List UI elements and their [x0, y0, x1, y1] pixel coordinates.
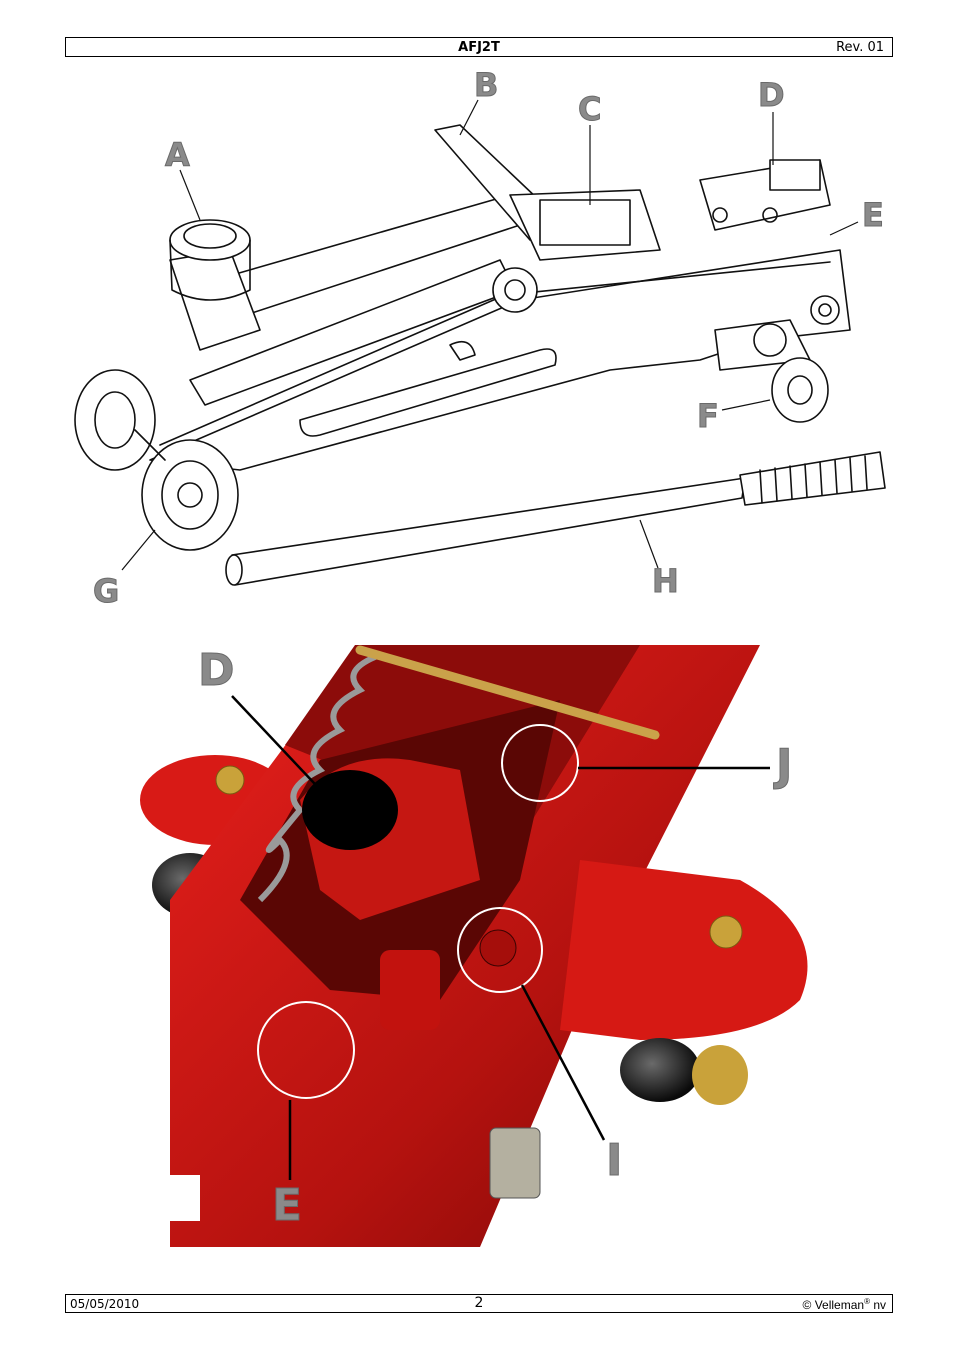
footer-date: 05/05/2010	[70, 1297, 140, 1311]
registered-mark: ®	[864, 1297, 870, 1306]
label-f: F	[697, 397, 720, 436]
copyright-text: © Velleman	[802, 1298, 865, 1312]
page-number: 2	[474, 1295, 484, 1311]
photo-label-d: D	[198, 645, 236, 697]
revision: Rev. 01	[836, 40, 884, 55]
footer-copyright: © Velleman® nv	[803, 1297, 886, 1312]
copyright-suffix: nv	[869, 1298, 886, 1312]
model-number: AFJ2T	[458, 40, 500, 55]
photo-label-j: J	[775, 740, 793, 792]
label-g: G	[92, 572, 120, 611]
label-e: E	[862, 196, 885, 235]
jack-line-drawing	[74, 99, 886, 586]
label-c: C	[577, 90, 602, 129]
jack-photo	[114, 645, 842, 1247]
label-d: D	[758, 76, 786, 115]
label-a: A	[165, 136, 191, 175]
label-h: H	[652, 562, 680, 601]
page-header: AFJ2T Rev. 01	[65, 37, 893, 57]
label-b: B	[473, 66, 499, 105]
page-footer: 05/05/2010 2 © Velleman® nv	[65, 1294, 893, 1313]
photo-label-i: I	[605, 1135, 623, 1187]
photo-label-e: E	[271, 1180, 303, 1232]
